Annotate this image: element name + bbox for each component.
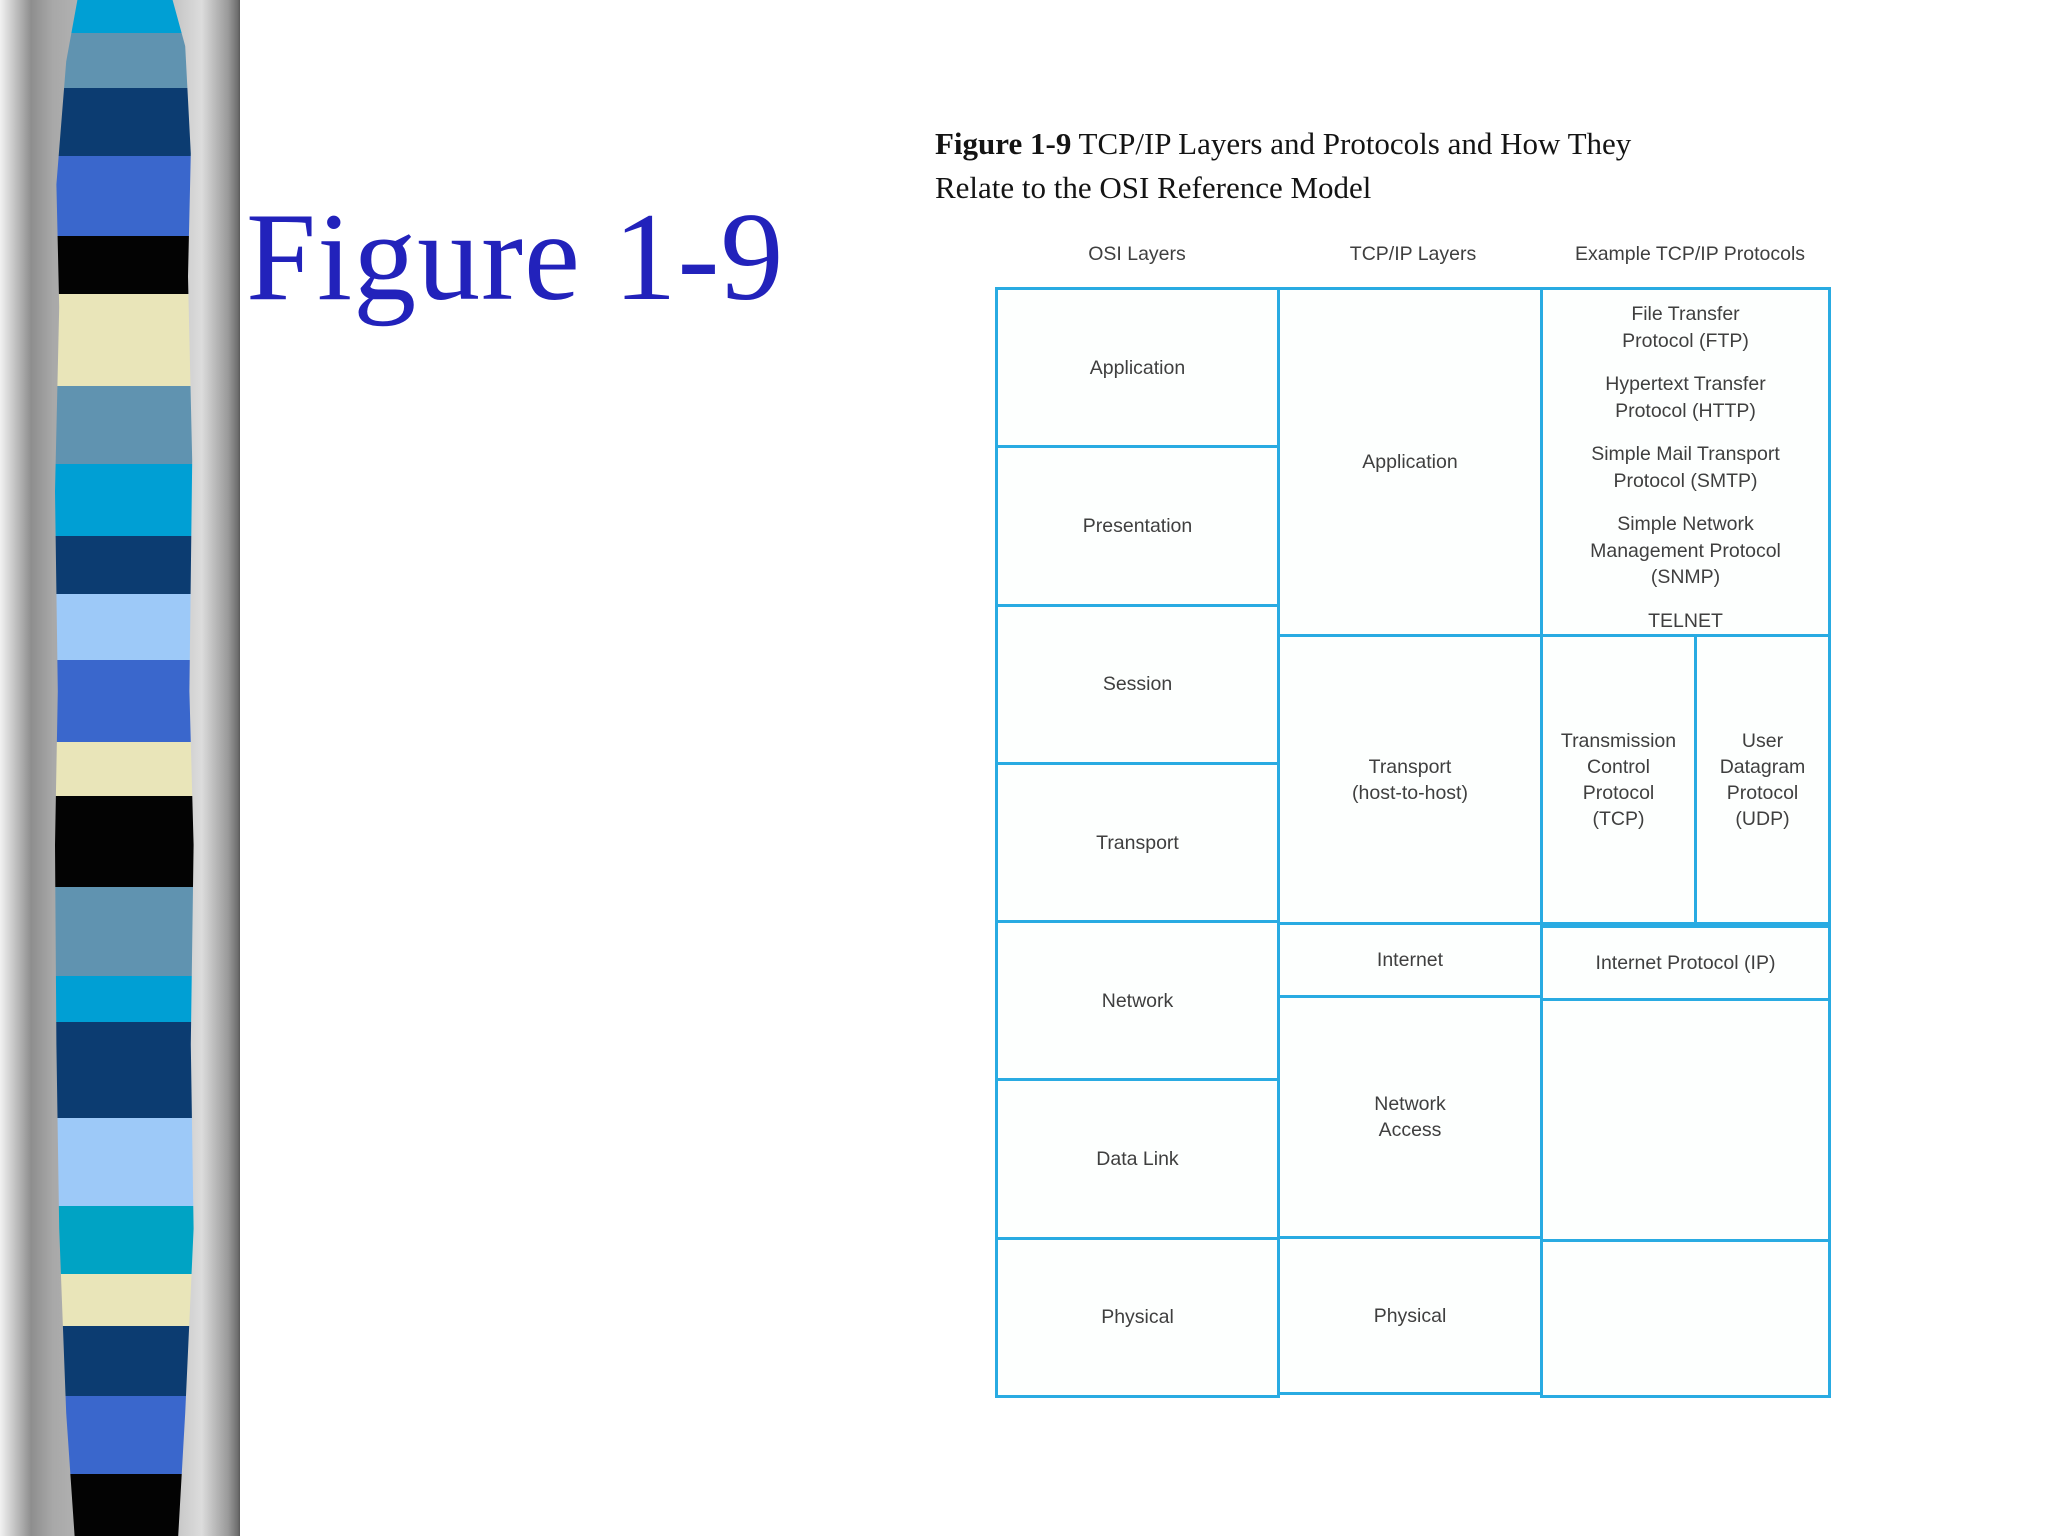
- column-header-protocols: Example TCP/IP Protocols: [1574, 243, 1806, 265]
- ribbon-band: [55, 386, 194, 464]
- ribbon-band: [55, 1326, 194, 1396]
- protocol-udp: User Datagram Protocol (UDP): [1694, 634, 1831, 925]
- ribbon-band: [55, 536, 194, 594]
- osi-layer-presentation: Presentation: [995, 445, 1280, 607]
- osi-layer-transport: Transport: [995, 761, 1280, 924]
- osi-layer-datalink: Data Link: [995, 1078, 1280, 1240]
- physical-protocols-cell-empty: [1540, 1239, 1831, 1398]
- tcpip-layer-physical: Physical: [1277, 1236, 1543, 1395]
- application-protocols-cell: File Transfer Protocol (FTP) Hypertext T…: [1540, 287, 1831, 637]
- figure-caption: Figure 1-9 TCP/IP Layers and Protocols a…: [935, 122, 1875, 210]
- ribbon-band: [55, 594, 194, 660]
- osi-column: Application Presentation Session Transpo…: [995, 287, 1280, 1399]
- osi-layer-session: Session: [995, 603, 1280, 765]
- page-title: Figure 1-9: [246, 188, 785, 327]
- layers-diagram: OSI Layers TCP/IP Layers Example TCP/IP …: [995, 243, 1831, 1399]
- ribbon-band: [55, 660, 194, 742]
- ribbon-band: [55, 236, 194, 294]
- protocol-ftp: File Transfer Protocol (FTP): [1622, 303, 1749, 352]
- protocol-snmp: Simple Network Management Protocol (SNMP…: [1590, 513, 1781, 588]
- network-access-protocols-cell-empty: [1540, 998, 1831, 1242]
- figure-caption-line1: Figure 1-9 TCP/IP Layers and Protocols a…: [935, 122, 1875, 166]
- ribbon-band: [55, 464, 194, 536]
- ribbon-band: [55, 742, 194, 796]
- ribbon-band: [55, 796, 194, 887]
- column-header-tcpip: TCP/IP Layers: [1349, 243, 1477, 265]
- osi-layer-physical: Physical: [995, 1236, 1280, 1399]
- tcpip-layer-application: Application: [1277, 287, 1543, 637]
- ribbon-band: [55, 976, 194, 1022]
- protocols-column: File Transfer Protocol (FTP) Hypertext T…: [1540, 287, 1831, 1398]
- ribbon: [55, 0, 194, 1536]
- ribbon-band: [55, 88, 194, 156]
- left-gutter-panel: [0, 0, 240, 1536]
- column-header-osi: OSI Layers: [1088, 243, 1186, 265]
- ribbon-band: [55, 1274, 194, 1326]
- ribbon-band: [55, 1396, 194, 1474]
- protocol-smtp: Simple Mail Transport Protocol (SMTP): [1591, 443, 1780, 492]
- tcpip-layer-internet: Internet: [1277, 922, 1543, 998]
- ribbon-band: [55, 1022, 194, 1118]
- figure-caption-text: TCP/IP Layers and Protocols and How They: [1071, 126, 1632, 161]
- ribbon-band: [55, 33, 194, 88]
- figure-caption-number: Figure 1-9: [935, 126, 1072, 161]
- tcpip-column: Application Transport (host-to-host) Int…: [1277, 287, 1543, 1395]
- protocol-http: Hypertext Transfer Protocol (HTTP): [1605, 373, 1766, 422]
- osi-layer-network: Network: [995, 920, 1280, 1082]
- ribbon-band: [55, 887, 194, 976]
- ribbon-band: [55, 1206, 194, 1274]
- tcpip-layer-network-access: Network Access: [1277, 995, 1543, 1239]
- ribbon-band: [55, 156, 194, 236]
- protocol-tcp: Transmission Control Protocol (TCP): [1540, 634, 1697, 925]
- ribbon-band: [55, 1474, 194, 1536]
- ribbon-band: [55, 0, 194, 33]
- tcpip-layer-transport: Transport (host-to-host): [1277, 634, 1543, 925]
- transport-protocols-row: Transmission Control Protocol (TCP) User…: [1540, 634, 1831, 925]
- figure-caption-line2: Relate to the OSI Reference Model: [935, 170, 1372, 206]
- protocol-ip: Internet Protocol (IP): [1540, 925, 1831, 1001]
- ribbon-band: [55, 294, 194, 386]
- protocol-telnet: TELNET: [1648, 609, 1723, 632]
- osi-layer-application: Application: [995, 287, 1280, 449]
- ribbon-band: [55, 1118, 194, 1206]
